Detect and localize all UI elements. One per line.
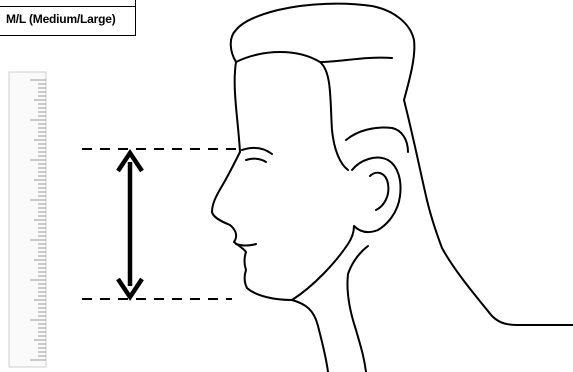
hair-strand-outline: [320, 58, 392, 62]
ear-outline: [352, 158, 401, 232]
face-front-outline: [212, 152, 328, 372]
ear-inner: [370, 173, 388, 210]
hair-back-strand: [346, 128, 408, 153]
hairline-outline: [236, 52, 348, 170]
double-arrow-icon: [118, 153, 142, 297]
neck-back-outline: [347, 246, 368, 372]
eye: [246, 159, 266, 162]
head-profile-icon: [212, 4, 573, 372]
jawline-outline: [292, 226, 354, 300]
ruler-icon: [9, 72, 46, 367]
eyebrow: [242, 148, 272, 154]
mouth: [236, 244, 256, 246]
